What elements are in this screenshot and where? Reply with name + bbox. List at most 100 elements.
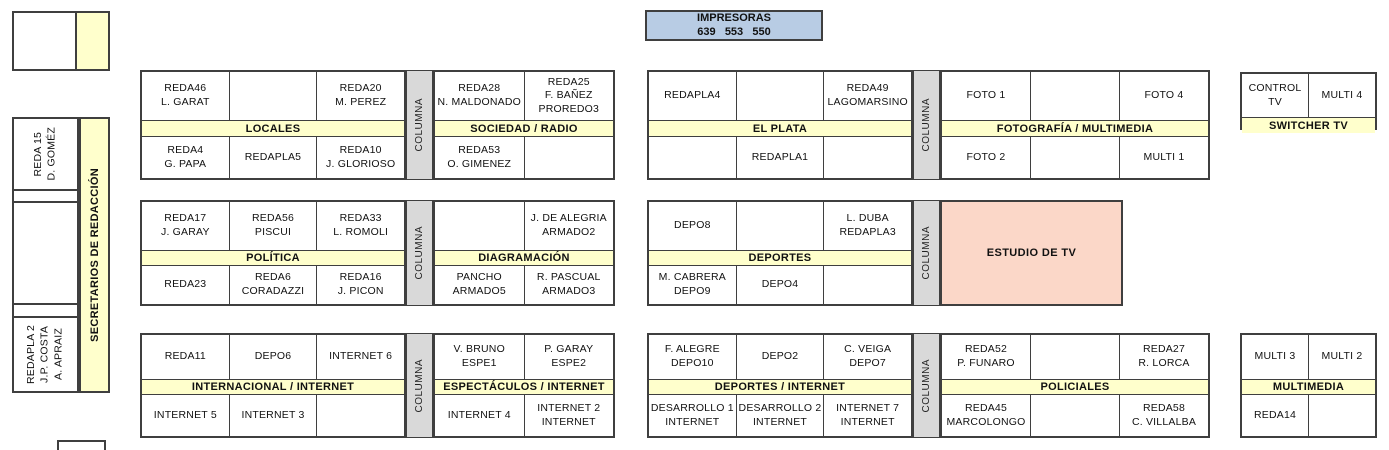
desk-cell: FOTO 4 [1119, 72, 1208, 120]
desk-cell: REDA53 O. GIMENEZ [447, 143, 512, 170]
desk-cell: INTERNET 7 INTERNET [823, 395, 911, 436]
left-desk-column: REDA 15 D. GOMÉZ REDAPLA 2 J.P. COSTA A.… [12, 117, 79, 393]
columna-strip: COLUMNA [406, 333, 433, 438]
desk-cell-empty [1030, 137, 1119, 178]
desk-cell: DEPO4 [735, 266, 824, 304]
printers-numbers: 639 553 550 [697, 25, 771, 38]
desk-cell: REDA20 M. PEREZ [316, 72, 404, 120]
desk-cell: REDAPLA4 [664, 89, 721, 102]
desk-cell: REDA14 [1253, 408, 1297, 421]
section-header-diagramacion: DIAGRAMACIÓN [435, 250, 613, 266]
estudio-tv-label: ESTUDIO DE TV [986, 247, 1077, 259]
partial-desk-box [57, 440, 106, 450]
desk-row: REDA53 O. GIMENEZ [435, 137, 613, 178]
desk-cell: DEPO6 [228, 335, 317, 379]
desk-cell: REDA28 N. MALDONADO [437, 82, 521, 108]
desk-row: J. DE ALEGRIA ARMADO2 [435, 202, 613, 250]
desk-cell: M. CABRERA DEPO9 [658, 271, 726, 297]
desk-cell-empty [823, 266, 911, 304]
desk-cell: FOTO 1 [966, 89, 1006, 102]
desk-redapla2-label: REDAPLA 2 J.P. COSTA A. APRAIZ [25, 325, 65, 384]
desk-cell-empty [1030, 72, 1119, 120]
desk-cell: REDAPLA5 [228, 137, 317, 178]
columna-strip: COLUMNA [913, 333, 940, 438]
columna-strip: COLUMNA [913, 200, 940, 306]
corner-desk-box [12, 11, 110, 71]
section-header-sociedad-radio: SOCIEDAD / RADIO [435, 120, 613, 137]
desk-cell: P. GARAY ESPE2 [523, 335, 614, 379]
desk-cell-empty [735, 72, 824, 120]
desk-cell-empty [316, 395, 404, 436]
desk-empty [14, 203, 77, 303]
section-header-switcher-tv: SWITCHER TV [1242, 117, 1375, 133]
desk-cell: REDA49 LAGOMARSINO [823, 72, 911, 120]
section-header-multimedia: MULTIMEDIA [1242, 379, 1375, 395]
desk-cell: REDA4 G. PAPA [164, 143, 207, 170]
desk-reda15: REDA 15 D. GOMÉZ [14, 119, 77, 189]
desk-row: M. CABRERA DEPO9 DEPO4 [649, 266, 911, 304]
desk-redapla2: REDAPLA 2 J.P. COSTA A. APRAIZ [14, 318, 77, 391]
section-header-policiales: POLICIALES [942, 379, 1208, 395]
estudio-tv-box: ESTUDIO DE TV [940, 200, 1123, 306]
columna-strip: COLUMNA [406, 70, 433, 180]
desk-cell: INTERNET 5 [153, 408, 217, 421]
corner-desk-white [14, 13, 75, 69]
desk-cell: REDA17 J. GARAY [161, 212, 210, 238]
desk-cell: REDA16 J. PICON [316, 266, 404, 304]
desk-cell: REDA6 CORADAZZI [228, 266, 317, 304]
desk-cell-empty [435, 202, 524, 250]
section-header-deportes: DEPORTES [649, 250, 911, 266]
desk-cell: REDA23 [164, 278, 207, 291]
desk-separator [14, 189, 77, 203]
section-header-espectaculos-internet: ESPECTÁCULOS / INTERNET [435, 379, 613, 395]
desk-cell: MULTI 4 [1308, 74, 1375, 117]
desk-cell-empty [1030, 395, 1119, 436]
desk-cell: DEPO2 [735, 335, 824, 379]
desk-cell: MULTI 3 [1254, 350, 1296, 363]
desk-cell: F. ALEGRE DEPO10 [664, 343, 720, 369]
columna-strip-label: COLUMNA [414, 98, 425, 152]
desk-cell: C. VEIGA DEPO7 [823, 335, 911, 379]
section-header-politica: POLÍTICA [142, 250, 404, 266]
desk-cell: INTERNET 6 [316, 335, 404, 379]
desk-cell-empty [823, 137, 911, 178]
desk-cell: REDA33 L. ROMOLI [316, 202, 404, 250]
columna-strip-label: COLUMNA [414, 358, 425, 413]
desk-cell: REDA45 MARCOLONGO [946, 401, 1026, 428]
desk-row: REDAPLA4 REDA49 LAGOMARSINO [649, 72, 911, 120]
columna-strip-label: COLUMNA [414, 226, 425, 280]
desk-cell: INTERNET 2 INTERNET [523, 395, 614, 436]
desk-cell: REDA25 F. BAÑEZ PROREDO3 [523, 72, 614, 120]
desk-reda15-label: REDA 15 D. GOMÉZ [31, 127, 58, 181]
desk-cell-empty [735, 202, 824, 250]
secretarios-label: SECRETARIOS DE REDACCIÓN [88, 168, 101, 342]
printers-title: IMPRESORAS [697, 11, 771, 24]
desk-cell: REDA56 PISCUI [228, 202, 317, 250]
columna-strip-label: COLUMNA [921, 358, 932, 413]
columna-strip: COLUMNA [913, 70, 940, 180]
desk-cell: V. BRUNO ESPE1 [453, 343, 505, 369]
